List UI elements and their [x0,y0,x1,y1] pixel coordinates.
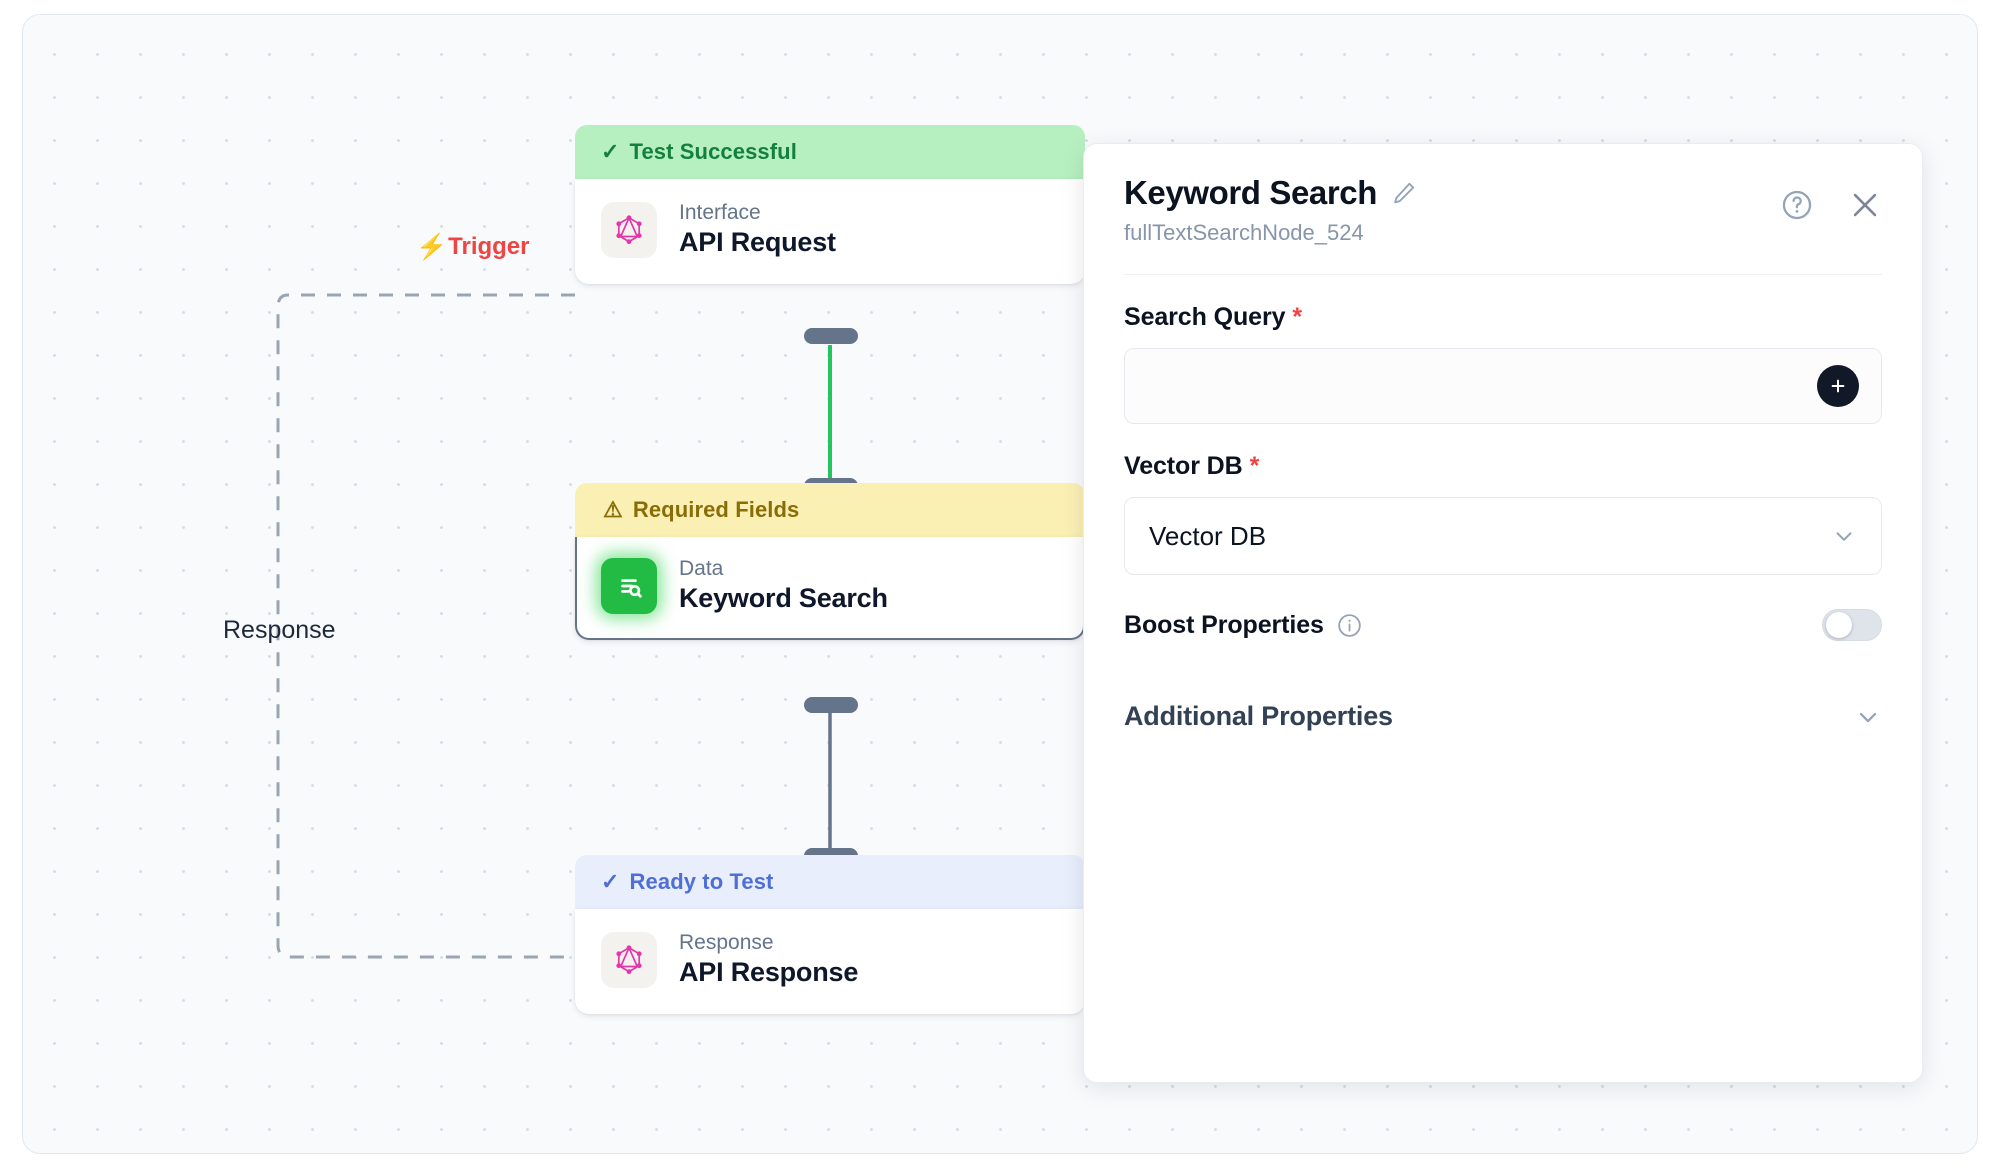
node-title-label: API Response [679,957,859,987]
check-icon: ✓ [601,139,620,164]
node-api-request[interactable]: ✓ Test Successful [575,125,1085,284]
node-api-response[interactable]: ✓ Ready to Test [575,855,1085,1014]
node-title-label: Keyword Search [679,583,888,613]
required-marker: * [1292,303,1303,331]
panel-header: Keyword Search fullTextSearchNode_524 [1124,174,1882,246]
question-circle-icon[interactable] [1780,188,1814,222]
node-status-label: Ready to Test [629,869,774,894]
vector-db-label-text: Vector DB [1124,452,1243,480]
node-status-bar: ⚠ Required Fields [575,483,1085,537]
trigger-label: ⚡Trigger [416,233,530,261]
node-kind-label: Response [679,931,774,954]
boost-properties-toggle[interactable] [1822,609,1882,641]
node-kind-label: Data [679,557,724,580]
plus-icon[interactable] [1817,365,1859,407]
info-circle-icon[interactable] [1336,612,1363,639]
workflow-canvas[interactable]: ⚡Trigger Response ✓ Test Successful [22,14,1978,1154]
lightning-bolt-icon: ⚡ [416,232,448,261]
chevron-down-icon[interactable] [1854,703,1882,731]
node-keyword-search[interactable]: ⚠ Required Fields Data Keyword Sear [575,483,1085,640]
node-settings-panel[interactable]: Keyword Search fullTextSearchNode_524 [1083,143,1923,1083]
field-boost-properties: Boost Properties [1124,609,1882,641]
pencil-icon[interactable] [1391,180,1417,206]
panel-divider [1124,274,1882,275]
vector-db-label: Vector DB * [1124,452,1882,481]
field-search-query: Search Query * [1124,303,1882,424]
document-search-icon [601,557,657,614]
vector-db-selected-value: Vector DB [1149,520,1267,551]
panel-subtitle: fullTextSearchNode_524 [1124,220,1364,245]
close-icon[interactable] [1848,188,1882,222]
trigger-label-text: Trigger [448,233,530,260]
search-query-label-text: Search Query [1124,303,1286,331]
node-status-label: Required Fields [632,497,800,522]
required-marker: * [1249,452,1260,480]
additional-properties-accordion[interactable]: Additional Properties [1124,701,1882,732]
node-body[interactable]: Data Keyword Search [575,537,1085,640]
node-body[interactable]: Response API Response [575,909,1085,1014]
field-vector-db: Vector DB * Vector DB [1124,452,1882,575]
toggle-knob [1826,612,1852,638]
node-kind-label: Interface [679,201,761,224]
response-edge-label: Response [223,616,336,644]
chevron-down-icon[interactable] [1831,523,1857,549]
check-icon: ✓ [601,869,620,894]
node-body[interactable]: Interface API Request [575,179,1085,284]
node-status-label: Test Successful [629,139,797,164]
search-query-input[interactable] [1147,372,1859,400]
node-status-bar: ✓ Test Successful [575,125,1085,179]
additional-properties-label: Additional Properties [1124,701,1393,731]
warning-triangle-icon: ⚠ [603,497,623,522]
node-title-label: API Request [679,227,836,257]
boost-properties-label: Boost Properties [1124,611,1363,640]
search-query-label: Search Query * [1124,303,1882,332]
node-status-bar: ✓ Ready to Test [575,855,1085,909]
panel-title: Keyword Search [1124,174,1378,211]
boost-properties-label-text: Boost Properties [1124,610,1324,639]
vector-db-select[interactable]: Vector DB [1124,497,1882,575]
search-query-input-wrapper[interactable] [1124,348,1882,424]
graphql-icon [601,931,657,988]
graphql-icon [601,201,657,258]
